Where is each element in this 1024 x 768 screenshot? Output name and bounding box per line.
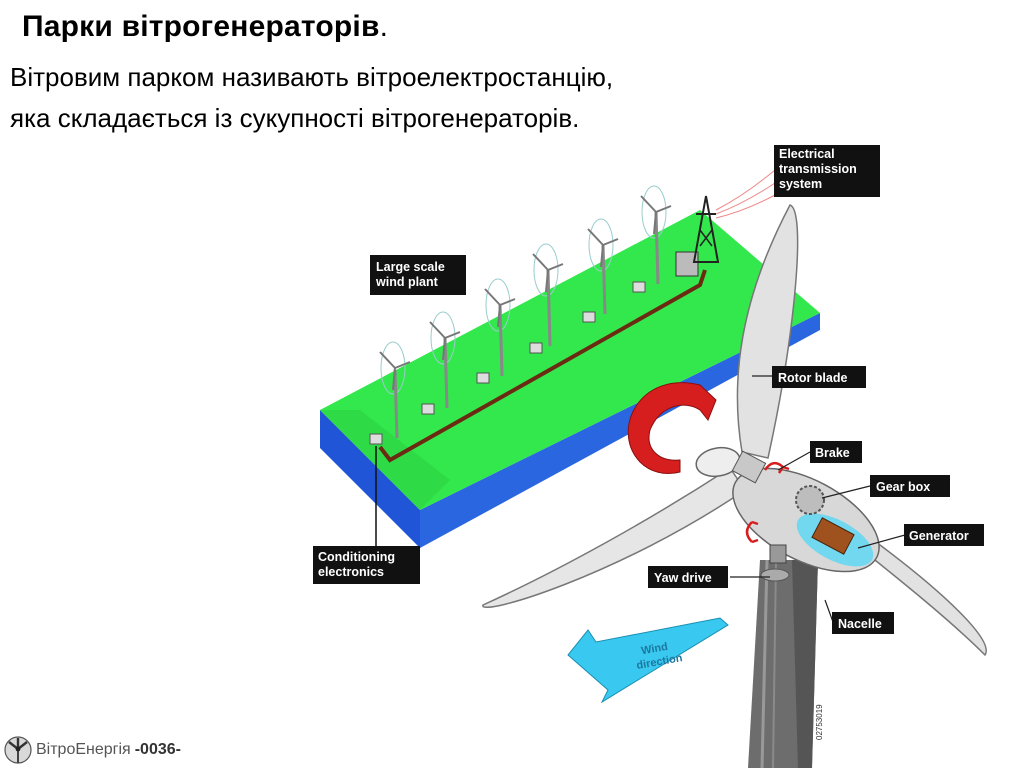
small-turbine-6 [632,185,672,293]
label-rotor-blade-text: Rotor blade [778,371,847,385]
label-yaw-drive: Yaw drive [648,566,728,588]
label-transmission-line3: system [779,177,822,191]
small-turbine-1 [369,341,411,445]
nacelle [732,467,880,582]
label-wind-plant: Large scale wind plant [370,255,466,295]
small-turbine-3 [476,278,516,384]
wind-energy-logo-icon [4,736,32,764]
turbine-tower [748,559,818,768]
footer: ВітроЕнергія -0036- [4,734,181,766]
slide-title-dot: . [379,10,389,43]
label-transmission: Electrical transmission system [774,145,880,197]
ground-front-face [320,410,420,548]
label-brake-text: Brake [815,446,850,460]
paragraph-line-2: яка складається із сукупності вітрогенер… [10,103,580,133]
label-transmission-line1: Electrical [779,147,835,161]
rotor-blades [482,204,987,657]
label-conditioning: Conditioning electronics [313,546,420,584]
rotor-blade-right [847,538,987,657]
slide-title-text: Парки вітрогенераторів [22,10,380,43]
wind-direction-label-1: Wind [640,641,668,657]
label-nacelle: Nacelle [832,612,894,634]
small-turbine-2 [421,311,461,415]
small-turbine-5 [582,218,619,323]
ground-slope [320,410,450,510]
rotor-blade-left [482,466,747,609]
label-conditioning-line1: Conditioning [318,550,395,564]
label-gear-box: Gear box [870,475,950,497]
power-cable [378,269,707,463]
label-generator: Generator [904,524,984,546]
rotor-hub [695,446,767,484]
footer-slide-number: -0036- [134,741,181,758]
label-wind-plant-line1: Large scale [376,260,445,274]
label-nacelle-text: Nacelle [838,617,882,631]
ground-right-side [420,313,820,548]
paragraph-line-1: Вітровим парком називають вітроелектрост… [10,62,614,92]
footer-brand: ВітроЕнергія [36,741,131,758]
rotor-blade-top [736,204,799,459]
slide-title: Парки вітрогенераторів. [22,10,388,44]
label-brake: Brake [810,441,862,463]
image-code: 02753019 [815,704,824,740]
label-gear-box-text: Gear box [876,480,930,494]
label-transmission-line2: transmission [779,162,857,176]
small-turbine-4 [529,243,564,354]
label-yaw-drive-text: Yaw drive [654,571,712,585]
transmission-tower [675,169,776,277]
rotation-arrow [627,382,717,475]
label-leader-lines [730,375,906,623]
label-wind-plant-line2: wind plant [375,275,439,289]
label-generator-text: Generator [909,529,969,543]
label-rotor-blade: Rotor blade [772,366,866,388]
wind-direction-arrow: Wind direction [567,617,729,704]
small-turbines [369,185,672,445]
label-conditioning-line2: electronics [318,565,384,579]
yaw-arrow [745,520,759,544]
